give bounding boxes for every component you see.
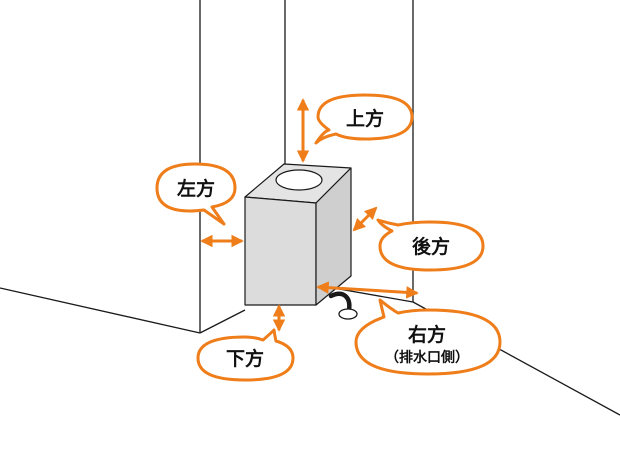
floor-corner-line xyxy=(199,309,246,334)
label-back: 後方 xyxy=(412,235,450,258)
label-right-sub: （排水口側） xyxy=(385,349,469,366)
drain-hose xyxy=(328,291,352,313)
bubble-down: 下方 xyxy=(196,328,295,382)
bubble-left: 左方 xyxy=(155,162,237,226)
machine-front-face xyxy=(244,196,317,306)
bubble-back: 後方 xyxy=(376,218,485,272)
label-left: 左方 xyxy=(177,177,215,200)
bubble-back-shape xyxy=(376,218,485,272)
floor-left-edge xyxy=(0,287,201,334)
right-arrow xyxy=(316,281,419,299)
back-arrow xyxy=(352,206,378,232)
bubble-down-shape xyxy=(196,328,295,382)
bubble-left-shape xyxy=(155,162,237,226)
bubble-right-shape xyxy=(354,298,502,376)
machine-lid-opening xyxy=(275,169,323,191)
bubble-up-shape xyxy=(314,93,414,145)
clearance-arrows xyxy=(200,98,419,332)
label-up: 上方 xyxy=(346,107,384,130)
bubble-up: 上方 xyxy=(314,93,414,145)
washing-machine xyxy=(244,163,352,306)
machine-side-face xyxy=(315,167,352,306)
drain-outlet xyxy=(338,308,358,320)
drain xyxy=(328,291,358,320)
label-right: 右方 xyxy=(407,323,446,346)
bubble-right: 右方 （排水口側） xyxy=(354,298,502,376)
label-down: 下方 xyxy=(226,347,264,370)
